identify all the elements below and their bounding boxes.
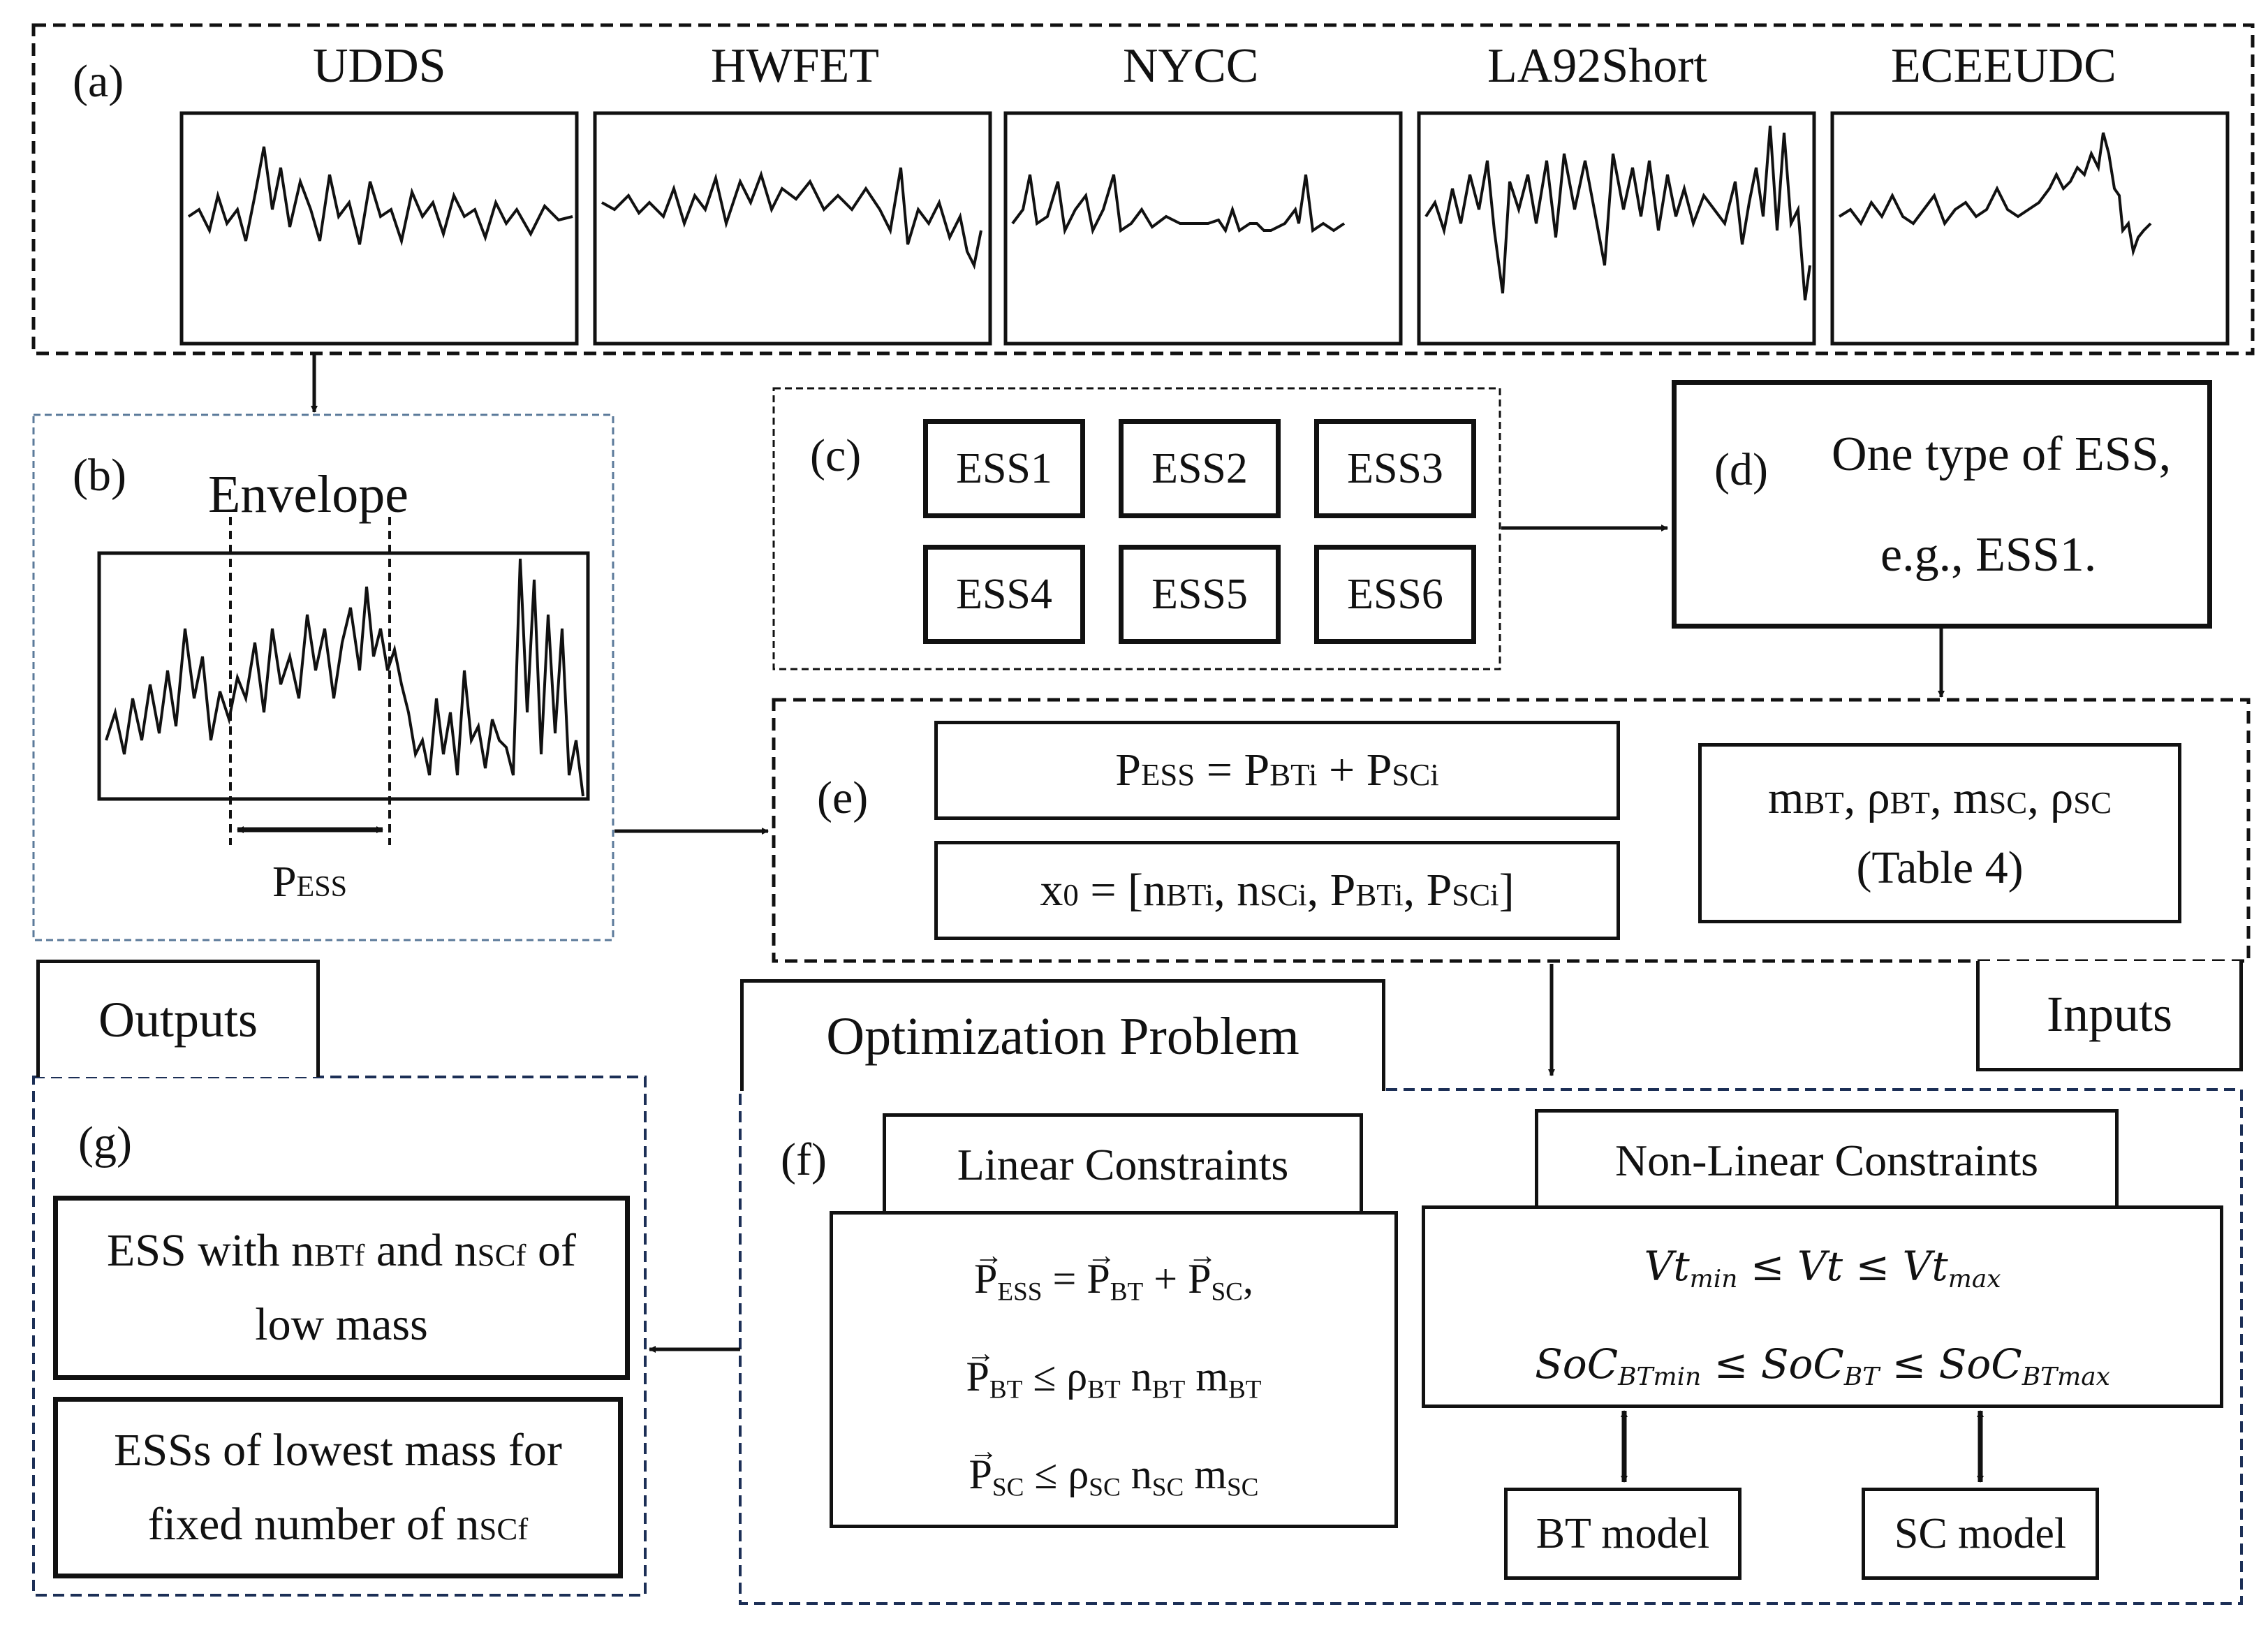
pess-label: PESS	[272, 858, 348, 906]
voltage-constraint: Vtmin ≤ Vt ≤ Vtmax	[1644, 1242, 2001, 1294]
panel-c-label: (c)	[810, 430, 862, 481]
pess-equation-box: PESS = PBTi + PSCi	[934, 721, 1620, 820]
panel-b-frame	[32, 413, 614, 941]
panel-a-frame	[31, 23, 2255, 355]
panel-c-frame	[772, 387, 1501, 670]
output-box-low-mass-line1: ESS with nBTf and nSCf of	[107, 1225, 576, 1276]
panel-e-label: (e)	[817, 772, 869, 823]
output-box-lowest-mass: ESSs of lowest mass for fixed number of …	[53, 1397, 623, 1578]
panel-a-label: (a)	[73, 56, 124, 107]
linear-constraints-title: Linear Constraints	[883, 1113, 1363, 1212]
output-box-low-mass-line2: low mass	[255, 1299, 428, 1350]
initial-vector: x0 = [nBTi, nSCi, PBTi, PSCi]	[1040, 865, 1515, 916]
outputs-tab: Outputs	[36, 960, 320, 1077]
bt-model-box: BT model	[1504, 1488, 1742, 1580]
ess4-box: ESS4	[923, 545, 1085, 644]
nonlinear-constraints-box: Vtmin ≤ Vt ≤ Vtmax SoCBTmin ≤ SoCBT ≤ So…	[1422, 1205, 2223, 1408]
ess5-box: ESS5	[1119, 545, 1281, 644]
panel-g-frame	[32, 1076, 647, 1597]
output-box-lowest-mass-line2: fixed number of nSCf	[147, 1499, 529, 1550]
inputs-tab: Inputs	[1976, 961, 2243, 1071]
trace-eceeudc	[1838, 132, 2152, 257]
panel-f-frame	[739, 1088, 2243, 1605]
panel-d-line1: One type of ESS,	[1832, 427, 2172, 481]
trace-la92	[1424, 125, 1811, 301]
linear-constraints-box: PESS = PBT + PSC, PBT ≤ ρBT nBT mBT PSC …	[830, 1211, 1398, 1528]
cycle-plots	[179, 111, 2230, 346]
envelope-plot	[97, 551, 590, 801]
cycle-label-hwfet: HWFET	[711, 39, 880, 93]
panel-b-label: (b)	[73, 450, 126, 501]
output-box-low-mass: ESS with nBTf and nSCf of low mass	[53, 1196, 630, 1380]
cycle-label-la92short: LA92Short	[1487, 39, 1707, 93]
panel-d-box: (d) One type of ESS, e.g., ESS1.	[1672, 380, 2212, 629]
soc-constraint: SoCBTmin ≤ SoCBT ≤ SoCBTmax	[1535, 1340, 2110, 1392]
plot-udds	[179, 111, 579, 346]
plot-nycc	[1003, 111, 1403, 346]
nonlinear-constraints-title: Non-Linear Constraints	[1535, 1109, 2119, 1208]
envelope-trace	[105, 558, 584, 797]
panel-d-line2: e.g., ESS1.	[1880, 528, 2097, 582]
power-split-constraint: PESS = PBT + PSC,	[833, 1239, 1394, 1307]
ess2-box: ESS2	[1119, 419, 1281, 518]
panel-g-label: (g)	[78, 1117, 132, 1168]
sc-model-box: SC model	[1862, 1488, 2099, 1580]
ess3-box: ESS3	[1314, 419, 1476, 518]
trace-nycc	[1011, 174, 1346, 235]
panel-f-label: (f)	[781, 1134, 827, 1185]
ess1-box: ESS1	[923, 419, 1085, 518]
trace-hwfet	[601, 167, 982, 270]
parameters-line: mBT, ρBT, mSC, ρSC	[1767, 772, 2112, 823]
optimization-problem-tab: Optimization Problem	[740, 979, 1385, 1091]
plot-la92short	[1417, 111, 1816, 346]
cycle-label-eceeudc: ECEEUDC	[1891, 39, 2116, 93]
plot-hwfet	[593, 111, 992, 346]
table-reference: (Table 4)	[1856, 842, 2024, 893]
cycle-label-udds: UDDS	[313, 39, 446, 93]
panel-e-frame	[772, 698, 2251, 963]
output-box-lowest-mass-line1: ESSs of lowest mass for	[114, 1425, 562, 1476]
pess-equation: PESS = PBTi + PSCi	[1115, 745, 1439, 795]
envelope-title: Envelope	[208, 465, 409, 524]
cycle-traces	[187, 125, 2152, 301]
plot-eceeudc	[1830, 111, 2230, 346]
sc-power-constraint: PSC ≤ ρSC nSC mSC	[833, 1435, 1394, 1502]
ess6-box: ESS6	[1314, 545, 1476, 644]
initial-vector-box: x0 = [nBTi, nSCi, PBTi, PSCi]	[934, 841, 1620, 940]
panel-d-label: (d)	[1714, 444, 1768, 495]
cycle-label-nycc: NYCC	[1123, 39, 1259, 93]
bt-power-constraint: PBT ≤ ρBT nBT mBT	[833, 1337, 1394, 1405]
trace-udds	[187, 146, 573, 247]
parameters-box: mBT, ρBT, mSC, ρSC (Table 4)	[1698, 743, 2181, 923]
